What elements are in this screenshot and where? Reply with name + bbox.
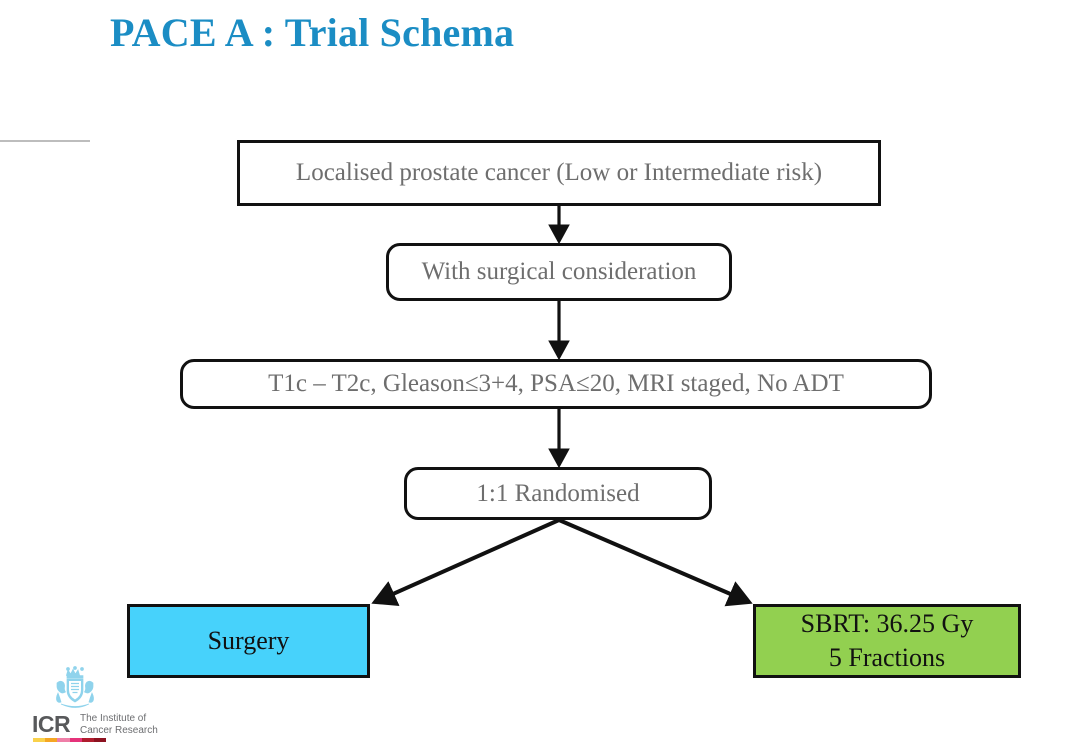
node-eligibility-label: Localised prostate cancer (Low or Interm…: [295, 159, 823, 186]
icr-color-bar-segment: [69, 738, 82, 742]
node-arm-surgery: Surgery: [127, 604, 370, 678]
node-arm-sbrt: SBRT: 36.25 Gy 5 Fractions: [753, 604, 1021, 678]
icr-color-bar-segment: [93, 738, 107, 742]
icr-crest-icon: [56, 666, 94, 708]
arrow-randomisation-to-sbrt: [558, 518, 753, 607]
icr-logo: ICR The Institute of Cancer Research: [30, 666, 190, 742]
page-title: PACE A : Trial Schema: [110, 10, 515, 55]
icr-color-bar-segment: [33, 738, 46, 742]
icr-color-bar-segment: [45, 738, 58, 742]
node-criteria-label: T1c – T2c, Gleason≤3+4, PSA≤20, MRI stag…: [268, 370, 844, 397]
icr-tagline-line1: The Institute of: [80, 713, 147, 724]
icr-color-bar: [33, 738, 107, 742]
node-arm-sbrt-label-line2: 5 Fractions: [828, 643, 946, 672]
node-arm-sbrt-label-line1: SBRT: 36.25 Gy: [800, 609, 974, 638]
node-arm-surgery-label: Surgery: [207, 626, 290, 655]
node-randomisation-label: 1:1 Randomised: [476, 479, 640, 507]
node-eligibility: Localised prostate cancer (Low or Interm…: [237, 140, 881, 206]
node-surgical-consideration-label: With surgical consideration: [421, 258, 697, 285]
node-surgical-consideration: With surgical consideration: [386, 243, 732, 301]
node-randomisation: 1:1 Randomised: [404, 467, 712, 520]
icr-tagline-line2: Cancer Research: [80, 724, 158, 736]
node-criteria: T1c – T2c, Gleason≤3+4, PSA≤20, MRI stag…: [180, 359, 932, 409]
icr-color-bar-segment: [81, 738, 94, 742]
arrow-randomisation-to-surgery: [371, 518, 560, 606]
icr-wordmark: ICR: [32, 711, 71, 737]
decorative-rule: [0, 140, 90, 142]
icr-color-bar-segment: [57, 738, 70, 742]
icr-tagline: The Institute of Cancer Research: [80, 713, 158, 736]
